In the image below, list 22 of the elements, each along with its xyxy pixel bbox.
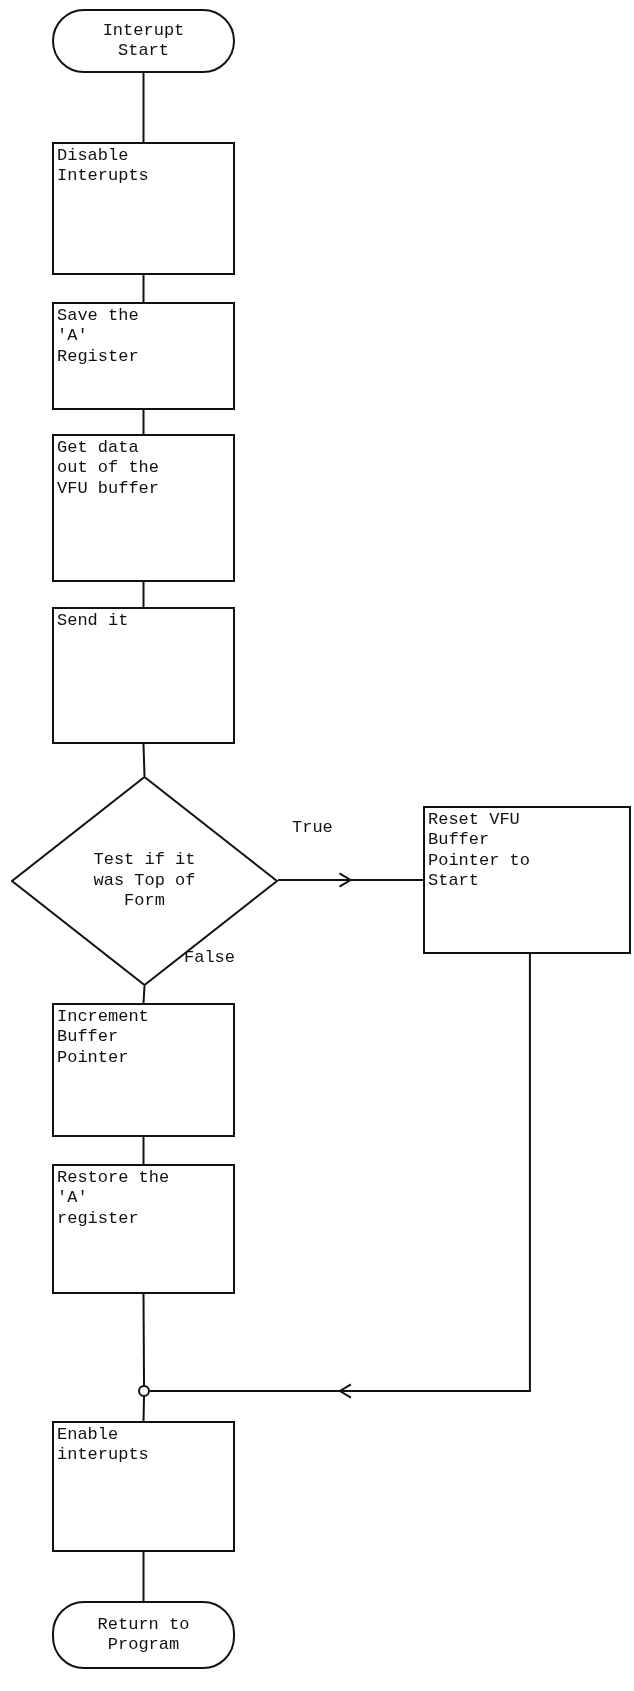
node-text: Reset VFU Buffer Pointer to Start [428,810,532,892]
process-box [52,1164,235,1294]
node-text: Get data out of the VFU buffer [57,438,159,500]
node-text: Save the 'A' Register [57,306,140,368]
node-text: Interupt Start [101,20,186,62]
node-text: Test if it was Top of Form [93,850,196,912]
process-box [52,142,235,275]
junction-dot [138,1385,150,1397]
terminal-shape [52,9,235,73]
node-text: Send it [57,611,130,632]
process-box [423,806,631,954]
node-text: Increment Buffer Pointer [57,1007,150,1069]
node-text: Return to Program [96,1614,191,1656]
node-text: Restore the 'A' register [57,1168,170,1230]
node-text: Enable interupts [57,1425,150,1466]
process-box [52,1003,235,1137]
process-box [52,302,235,410]
process-box [52,1421,235,1552]
process-box [52,607,235,744]
node-text: Disable Interupts [57,146,150,187]
terminal-shape [52,1601,235,1669]
process-box [52,434,235,582]
